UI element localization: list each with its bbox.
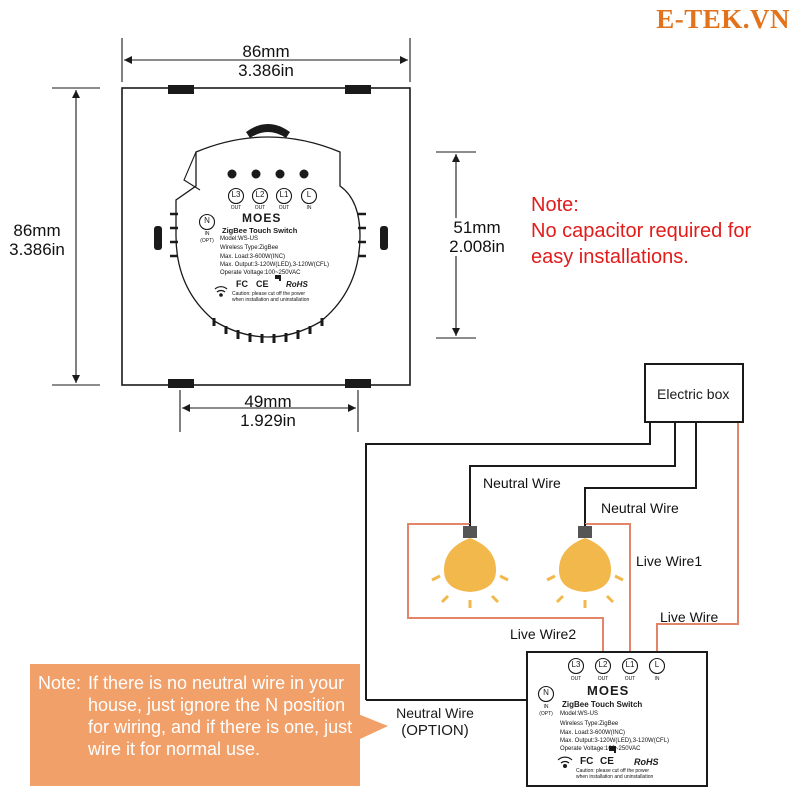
electric-box xyxy=(644,363,744,423)
wiring-terminal-n-sub1: IN xyxy=(543,704,549,710)
neutral-note-label: Note: xyxy=(38,673,82,693)
moes-logo: MOES xyxy=(242,211,282,225)
wiring-module-voltage: Operate Voltage:100~250VAC xyxy=(560,746,641,752)
dim-top-label: 86mm 3.386in xyxy=(236,42,296,80)
wiring-rohs-mark: RoHS xyxy=(634,757,659,767)
dim-right-label: 51mm 2.008in xyxy=(442,218,512,256)
neutral-wire-label-1: Neutral Wire xyxy=(483,475,561,491)
note-capacitor-title: Note: xyxy=(531,194,579,216)
wiring-module-model: Model:WS-US xyxy=(560,711,599,717)
wiring-module-max-output: Max. Output:3-120W(LED),3-120W(CFL) xyxy=(560,738,670,744)
wiring-terminal-l2: L2 xyxy=(598,660,608,669)
switch-module-wiring xyxy=(526,651,708,787)
terminal-n-sub1: IN xyxy=(204,231,210,237)
wiring-caution-line1: Caution: please cut off the power xyxy=(576,768,650,774)
wiring-module-max-load: Max. Load:3-600W(INC) xyxy=(560,730,626,736)
module-title: ZigBee Touch Switch xyxy=(222,226,298,235)
dim-top-in: 3.386in xyxy=(238,61,294,80)
wiring-fc-mark: FC xyxy=(580,756,594,767)
bulb-2 xyxy=(546,524,624,608)
fc-mark: FC xyxy=(236,279,248,289)
wiring-module-title: ZigBee Touch Switch xyxy=(562,700,643,709)
neutral-note-text: If there is no neutral wire in your hous… xyxy=(88,673,353,759)
terminal-l-sub: IN xyxy=(306,205,312,211)
wiring-terminal-l1-sub: OUT xyxy=(624,676,636,682)
terminal-l-label: L xyxy=(306,190,312,199)
terminal-l3-label: L3 xyxy=(231,190,241,199)
wiring-terminal-n: N xyxy=(543,688,549,697)
switch-back-plate xyxy=(121,85,411,388)
dim-left-in: 3.386in xyxy=(9,240,65,259)
neutral-option-label: Neutral Wire (OPTION) xyxy=(389,704,481,740)
dim-bottom-label: 49mm 1.929in xyxy=(238,392,298,430)
dim-left-label: 86mm 3.386in xyxy=(2,221,72,259)
caution-line2: when installation and uninstallation xyxy=(232,297,310,303)
dim-right-in: 2.008in xyxy=(449,237,505,256)
live-wire-label: Live Wire xyxy=(660,609,719,625)
live-wire2-label: Live Wire2 xyxy=(510,626,577,642)
dim-right-mm: 51mm xyxy=(453,218,501,237)
recycle-icon xyxy=(275,275,616,753)
wiring-module-wireless: Wireless Type:ZigBee xyxy=(560,721,619,727)
note-pointer xyxy=(358,714,388,740)
bulb-1 xyxy=(431,524,509,608)
wiring-terminal-n-sub2: (OPT) xyxy=(539,711,553,717)
neutral-note-box: Note: If there is no neutral wire in you… xyxy=(30,664,360,786)
dim-bottom-in: 1.929in xyxy=(240,411,296,430)
ce-mark: CE xyxy=(256,279,269,289)
terminal-l3-sub: OUT xyxy=(230,205,242,211)
terminal-l2-label: L2 xyxy=(255,190,265,199)
terminal-l2-sub: OUT xyxy=(254,205,266,211)
wiring-moes-logo: MOES xyxy=(587,683,630,698)
terminal-l1-label: L1 xyxy=(279,190,289,199)
wiring-terminal-l3-sub: OUT xyxy=(570,676,582,682)
note-capacitor-text: No capacitor required for easy installat… xyxy=(531,220,752,268)
module-model: Model:WS-US xyxy=(220,236,259,242)
wifi-icon xyxy=(214,286,573,768)
module-voltage: Operate Voltage:100~250VAC xyxy=(220,270,301,276)
terminal-l1-sub: OUT xyxy=(278,205,290,211)
terminal-n-label: N xyxy=(204,216,210,225)
dim-top-mm: 86mm xyxy=(242,42,290,61)
live-wire1-label: Live Wire1 xyxy=(636,553,703,569)
wiring-terminal-l1: L1 xyxy=(625,660,635,669)
dim-bottom-mm: 49mm xyxy=(244,392,292,411)
wires xyxy=(365,410,739,701)
note-capacitor: Note: No capacitor required for easy ins… xyxy=(531,192,791,270)
rohs-mark: RoHS xyxy=(286,280,308,289)
electric-box-label: Electric box xyxy=(657,386,730,402)
wiring-terminal-l: L xyxy=(654,660,660,669)
dim-left-mm: 86mm xyxy=(13,221,61,240)
wiring-caution-line2: when installation and uninstallation xyxy=(576,774,654,780)
neutral-option-line1: Neutral Wire xyxy=(396,705,474,721)
wiring-terminal-l2-sub: OUT xyxy=(597,676,609,682)
wiring-terminal-l-sub: IN xyxy=(654,676,660,682)
terminal-n-sub2: (OPT) xyxy=(200,238,214,244)
wiring-ce-mark: CE xyxy=(600,756,614,767)
dimension-lines xyxy=(52,38,476,432)
neutral-wire-label-2: Neutral Wire xyxy=(601,500,679,516)
neutral-option-line2: (OPTION) xyxy=(401,722,469,739)
module-max-output: Max. Output:3-120W(LED),3-120W(CFL) xyxy=(220,262,330,268)
module-max-load: Max. Load:3-600W(INC) xyxy=(220,254,286,260)
caution-line1: Caution: please cut off the power xyxy=(232,291,306,297)
module-wireless: Wireless Type:ZigBee xyxy=(220,245,279,251)
wiring-terminal-l3: L3 xyxy=(571,660,581,669)
brand-logo: E-TEK.VN xyxy=(656,4,790,34)
